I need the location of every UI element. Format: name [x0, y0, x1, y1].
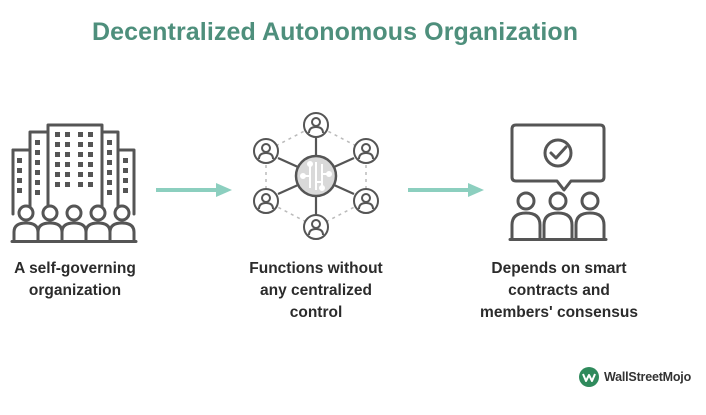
caption-line: members' consensus	[480, 304, 638, 321]
network-chip-icon	[253, 112, 379, 240]
caption-line: contracts and	[508, 282, 610, 299]
diagram-title: Decentralized Autonomous Organization	[92, 18, 579, 46]
step-2-caption: Functions without any centralized contro…	[236, 258, 396, 324]
flow-arrow-2	[408, 183, 484, 197]
consensus-people-icon	[508, 123, 608, 241]
brand-logo: WallStreetMojo	[578, 366, 691, 388]
building-people-icon	[10, 123, 138, 243]
caption-line: any centralized	[260, 282, 372, 299]
step-1-caption: A self-governing organization	[0, 258, 150, 302]
caption-line: A self-governing	[14, 260, 136, 277]
flow-arrow-1	[156, 183, 232, 197]
caption-line: Functions without	[249, 260, 383, 277]
caption-line: control	[289, 304, 343, 321]
brand-mark-icon	[579, 367, 599, 387]
caption-line: Depends on smart	[491, 260, 627, 277]
step-3-caption: Depends on smart contracts and members' …	[470, 258, 648, 324]
brand-name: WallStreetMojo	[604, 370, 692, 384]
caption-line: organization	[28, 282, 122, 299]
